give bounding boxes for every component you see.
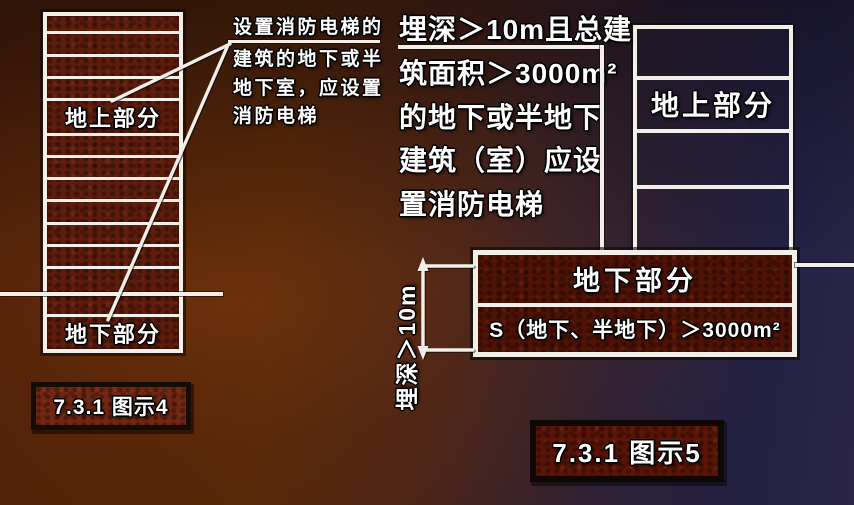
figure5-caption: 7.3.1 图示5 <box>530 420 724 482</box>
figure5-caption-text: 7.3.1 图示5 <box>552 437 702 468</box>
building-floor <box>47 295 179 318</box>
building-floor-above-ground-label-row: 地上部分 <box>637 80 789 133</box>
building-floor-above-ground-label-row: 地上部分 <box>47 101 179 136</box>
figure4-ground-line <box>0 292 223 296</box>
above-ground-label: 地上部分 <box>64 105 161 131</box>
note-line-1: 埋深＞10m且总建 <box>399 14 633 45</box>
building-floor <box>637 189 789 254</box>
annotation-line-4: 消防电梯 <box>233 106 320 127</box>
building-floor <box>47 180 179 203</box>
annotation-line-1: 设置消防电梯的 <box>233 17 384 38</box>
underground-title-row: 地下部分 <box>478 255 792 307</box>
building-floor <box>47 136 179 159</box>
above-ground-label: 地上部分 <box>650 90 775 122</box>
dimension-arrow-up-icon <box>417 257 429 271</box>
underground-area-label: S（地下、半地下）＞3000m² <box>489 319 781 343</box>
figure4-caption: 7.3.1 图示4 <box>31 382 191 430</box>
building-floor <box>47 225 179 247</box>
annotation-underline <box>228 40 380 43</box>
figure4-caption-text: 7.3.1 图示4 <box>53 396 169 419</box>
building-floor <box>47 247 179 269</box>
dimension-label: 埋深＞10m <box>394 283 420 411</box>
building-floor <box>47 16 179 35</box>
building-floor-below-ground-label-row: 地下部分 <box>47 317 179 349</box>
building-floor <box>637 29 789 80</box>
note-line-2: 筑面积＞3000m² <box>399 58 618 89</box>
building-floor <box>47 158 179 181</box>
building-floor <box>47 34 179 57</box>
building-floor <box>47 79 179 101</box>
annotation-line-3: 地下室，应设置 <box>233 78 384 99</box>
building-floor <box>637 133 789 190</box>
note-underline <box>398 45 604 49</box>
underground-area-row: S（地下、半地下）＞3000m² <box>478 306 792 352</box>
figure4-building: 地上部分 地下部分 <box>43 12 183 353</box>
building-floor <box>47 57 179 79</box>
annotation-line-2: 建筑的地下或半 <box>233 49 384 70</box>
figure5-ground-line <box>795 263 854 267</box>
note-line-4: 建筑（室）应设 <box>399 145 603 176</box>
below-ground-label: 地下部分 <box>64 322 161 348</box>
note-line-3: 的地下或半地下 <box>399 102 603 133</box>
note-leader-line <box>600 45 604 254</box>
figure5-underground-box: 地下部分 S（地下、半地下）＞3000m² <box>473 250 797 357</box>
building-floor <box>47 202 179 225</box>
note-line-5: 置消防电梯 <box>399 189 545 220</box>
underground-title: 地下部分 <box>573 266 697 297</box>
figure5-building-above-ground: 地上部分 <box>633 25 793 254</box>
building-floor <box>47 269 179 295</box>
